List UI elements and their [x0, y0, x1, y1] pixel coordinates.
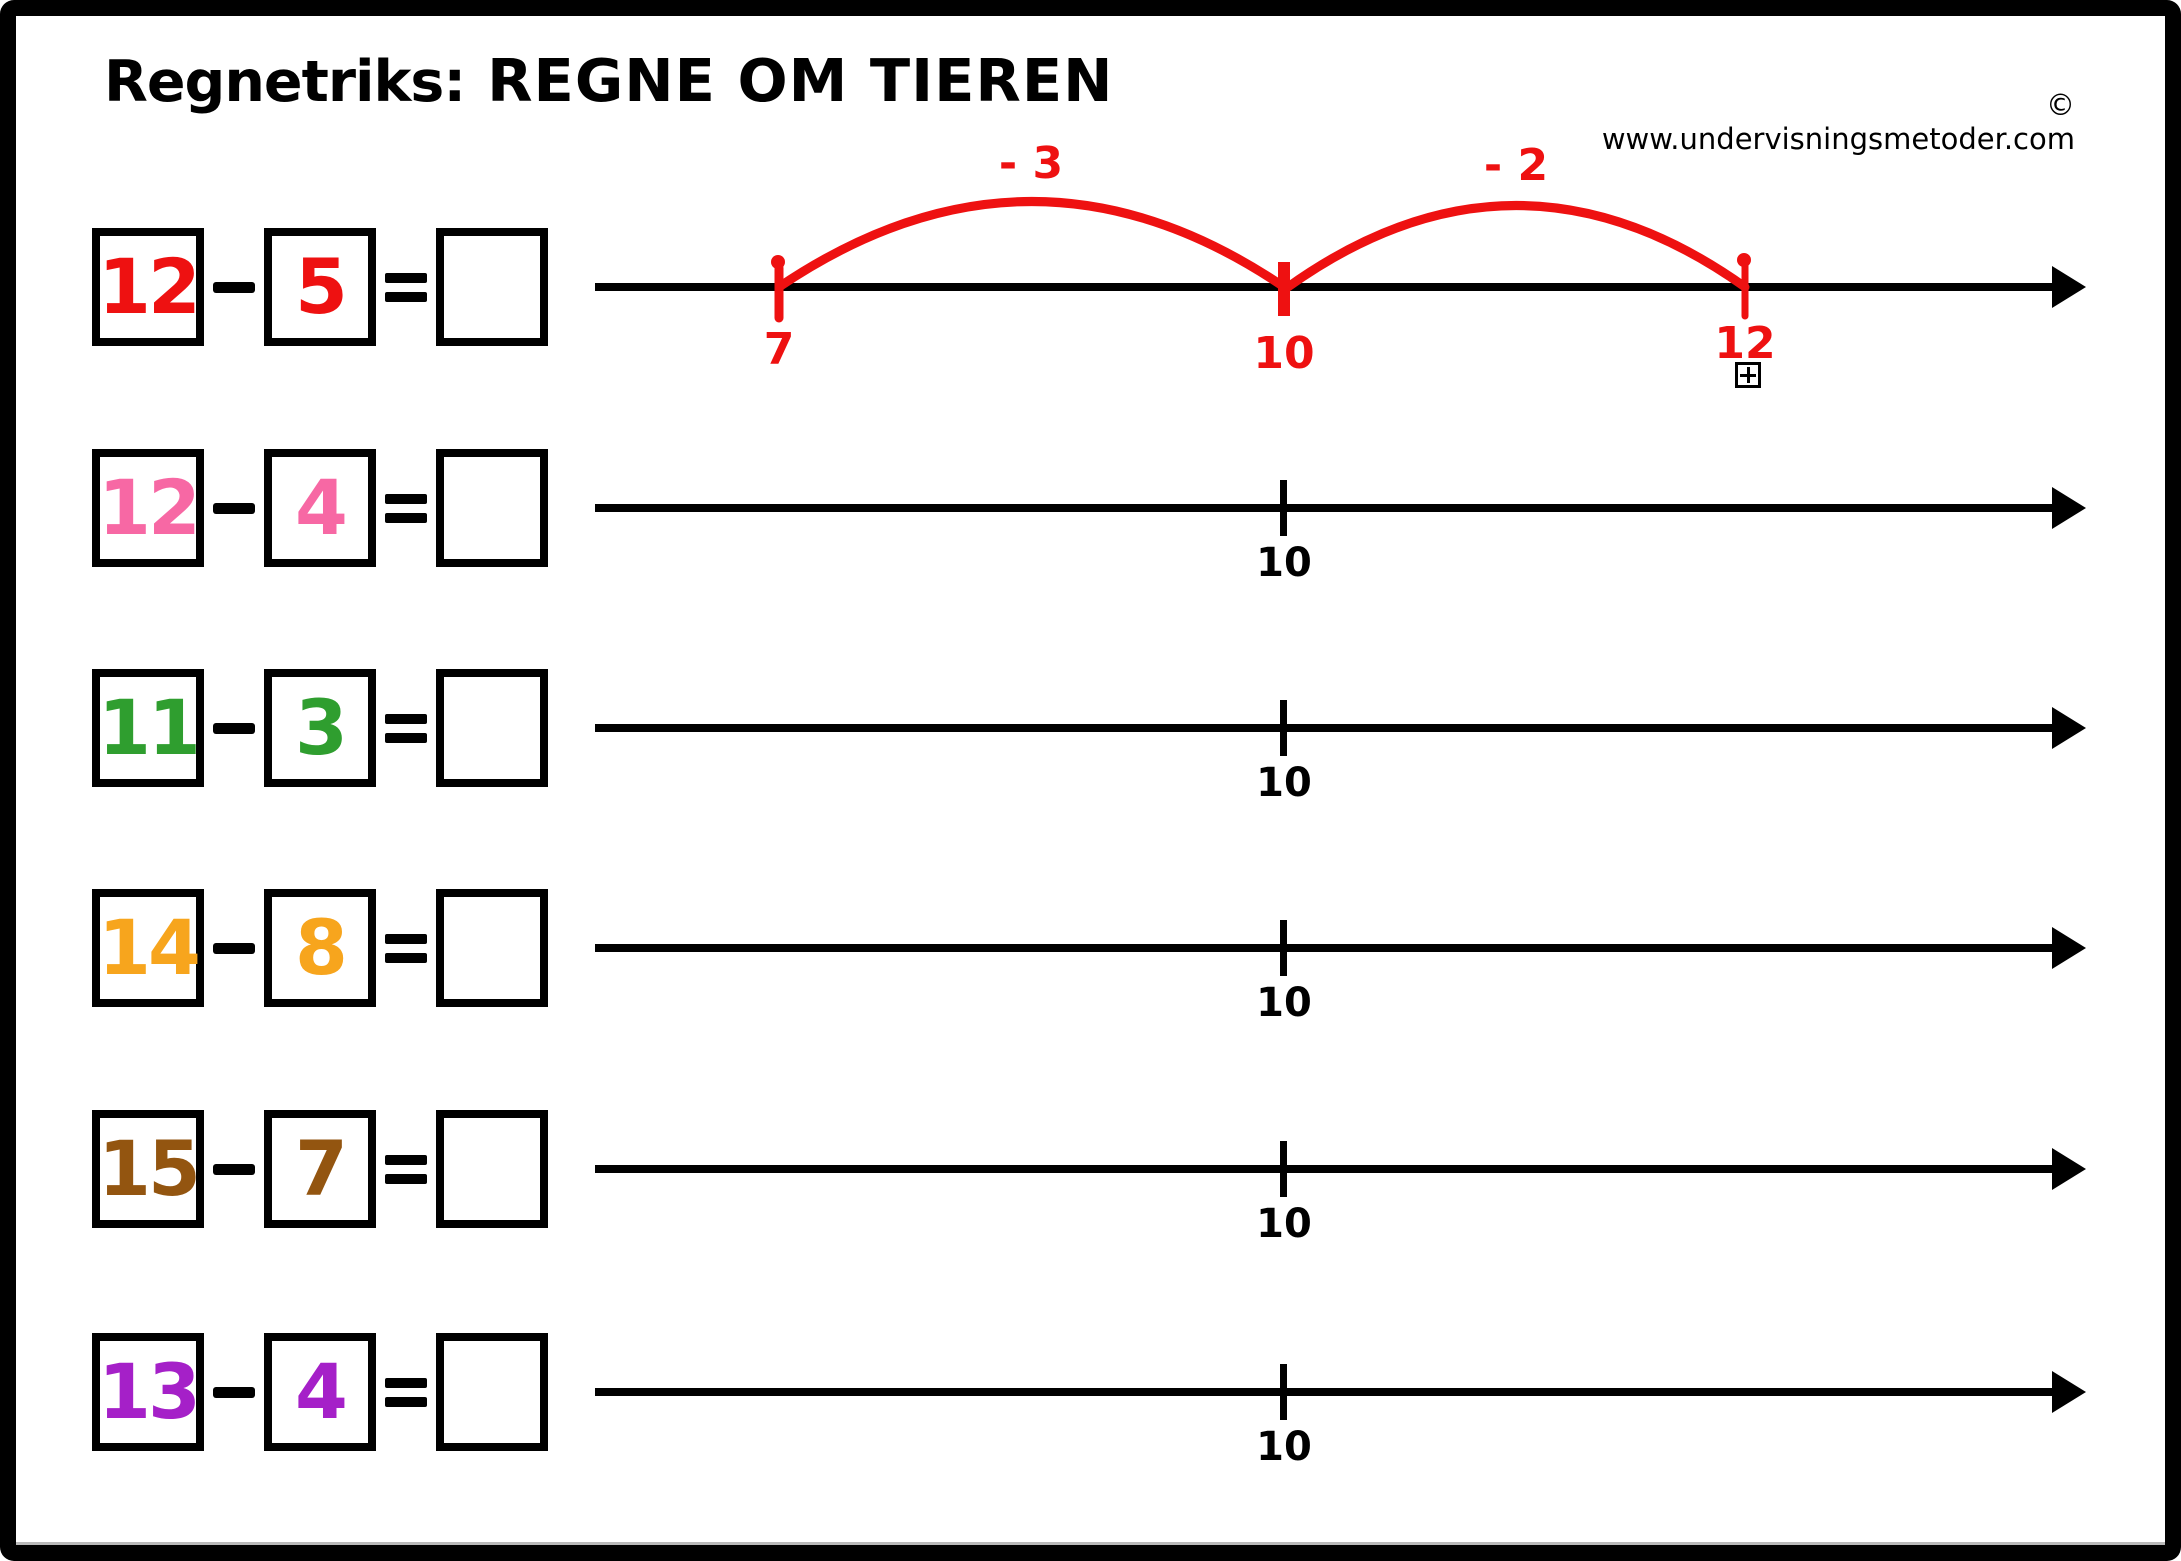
- tick-mark-10: [1280, 920, 1287, 976]
- equation-row-2: 12 4: [92, 449, 548, 567]
- point-label-10: 10: [1253, 328, 1315, 379]
- title-main: REGNE OM TIEREN: [487, 46, 1114, 115]
- point-label-7: 7: [763, 324, 795, 375]
- arrow-right-icon: [2052, 927, 2086, 969]
- arrow-right-icon: [2052, 1371, 2086, 1413]
- answer-box[interactable]: [436, 889, 548, 1007]
- equation-row-1: 12 5: [92, 228, 548, 346]
- subtrahend-box: 8: [264, 889, 376, 1007]
- number-line-5: [595, 1165, 2057, 1173]
- tick-mark-10: [1280, 480, 1287, 536]
- subtrahend-value: 3: [295, 683, 348, 772]
- tick-label-10: 10: [1256, 760, 1312, 806]
- answer-box[interactable]: [436, 1110, 548, 1228]
- subtrahend-box: 3: [264, 669, 376, 787]
- copyright-text: © www.undervisningsmetoder.com: [1601, 88, 2075, 156]
- number-line-4: [595, 944, 2057, 952]
- equals-icon: [385, 933, 427, 963]
- minuend-value: 12: [98, 463, 201, 552]
- tick-label-10: 10: [1256, 540, 1312, 586]
- equals-icon: [385, 272, 427, 302]
- subtrahend-value: 4: [295, 1347, 348, 1436]
- minuend-box: 12: [92, 449, 204, 567]
- minus-icon: [213, 502, 255, 514]
- red-tick-7-dot: [771, 255, 785, 269]
- minuend-value: 12: [98, 242, 201, 331]
- subtrahend-box: 4: [264, 1333, 376, 1451]
- equals-icon: [385, 1377, 427, 1407]
- equals-icon: [385, 713, 427, 743]
- minuend-value: 11: [98, 683, 201, 772]
- page-bottom-shadow: [16, 1542, 2165, 1546]
- red-tick-12-dot: [1737, 253, 1751, 267]
- answer-box[interactable]: [436, 228, 548, 346]
- minuend-box: 14: [92, 889, 204, 1007]
- equals-icon: [385, 1154, 427, 1184]
- equation-row-5: 15 7: [92, 1110, 548, 1228]
- subtrahend-value: 7: [295, 1124, 348, 1213]
- answer-box[interactable]: [436, 1333, 548, 1451]
- minuend-value: 15: [98, 1124, 201, 1213]
- minuend-box: 15: [92, 1110, 204, 1228]
- number-line-3: [595, 724, 2057, 732]
- subtrahend-value: 4: [295, 463, 348, 552]
- arrow-right-icon: [2052, 487, 2086, 529]
- title-prefix: Regnetriks:: [104, 49, 466, 115]
- answer-box[interactable]: [436, 669, 548, 787]
- minus-icon: [213, 1163, 255, 1175]
- jump-arc-minus2: [1283, 201, 1750, 292]
- tick-mark-10: [1280, 1364, 1287, 1420]
- arrow-right-icon: [2052, 266, 2086, 308]
- number-line-2: [595, 504, 2057, 512]
- page-title: Regnetriks: REGNE OM TIEREN: [104, 46, 1114, 115]
- tick-label-10: 10: [1256, 1201, 1312, 1247]
- answer-box[interactable]: [436, 449, 548, 567]
- jump-arc-minus3: [774, 197, 1289, 292]
- equation-row-4: 14 8: [92, 889, 548, 1007]
- object-anchor-icon: [1735, 362, 1761, 388]
- subtrahend-box: 4: [264, 449, 376, 567]
- minuend-value: 13: [98, 1347, 201, 1436]
- number-line-1: [595, 283, 2057, 291]
- minuend-value: 14: [98, 903, 201, 992]
- tick-label-10: 10: [1256, 980, 1312, 1026]
- tick-label-10: 10: [1256, 1424, 1312, 1470]
- subtrahend-value: 5: [295, 242, 348, 331]
- minuend-box: 12: [92, 228, 204, 346]
- equals-icon: [385, 493, 427, 523]
- minuend-box: 11: [92, 669, 204, 787]
- minuend-box: 13: [92, 1333, 204, 1451]
- minus-icon: [213, 942, 255, 954]
- minus-icon: [213, 1386, 255, 1398]
- subtrahend-box: 5: [264, 228, 376, 346]
- minus-icon: [213, 281, 255, 293]
- jump-label-minus2: - 2: [1483, 140, 1549, 191]
- number-line-6: [595, 1388, 2057, 1396]
- arrow-right-icon: [2052, 1148, 2086, 1190]
- tick-mark-10: [1280, 700, 1287, 756]
- arrow-right-icon: [2052, 707, 2086, 749]
- jump-label-minus3: - 3: [998, 138, 1064, 189]
- subtrahend-box: 7: [264, 1110, 376, 1228]
- equation-row-3: 11 3: [92, 669, 548, 787]
- equation-row-6: 13 4: [92, 1333, 548, 1451]
- tick-mark-10: [1280, 1141, 1287, 1197]
- subtrahend-value: 8: [295, 903, 348, 992]
- minus-icon: [213, 722, 255, 734]
- point-label-12: 12: [1714, 318, 1776, 369]
